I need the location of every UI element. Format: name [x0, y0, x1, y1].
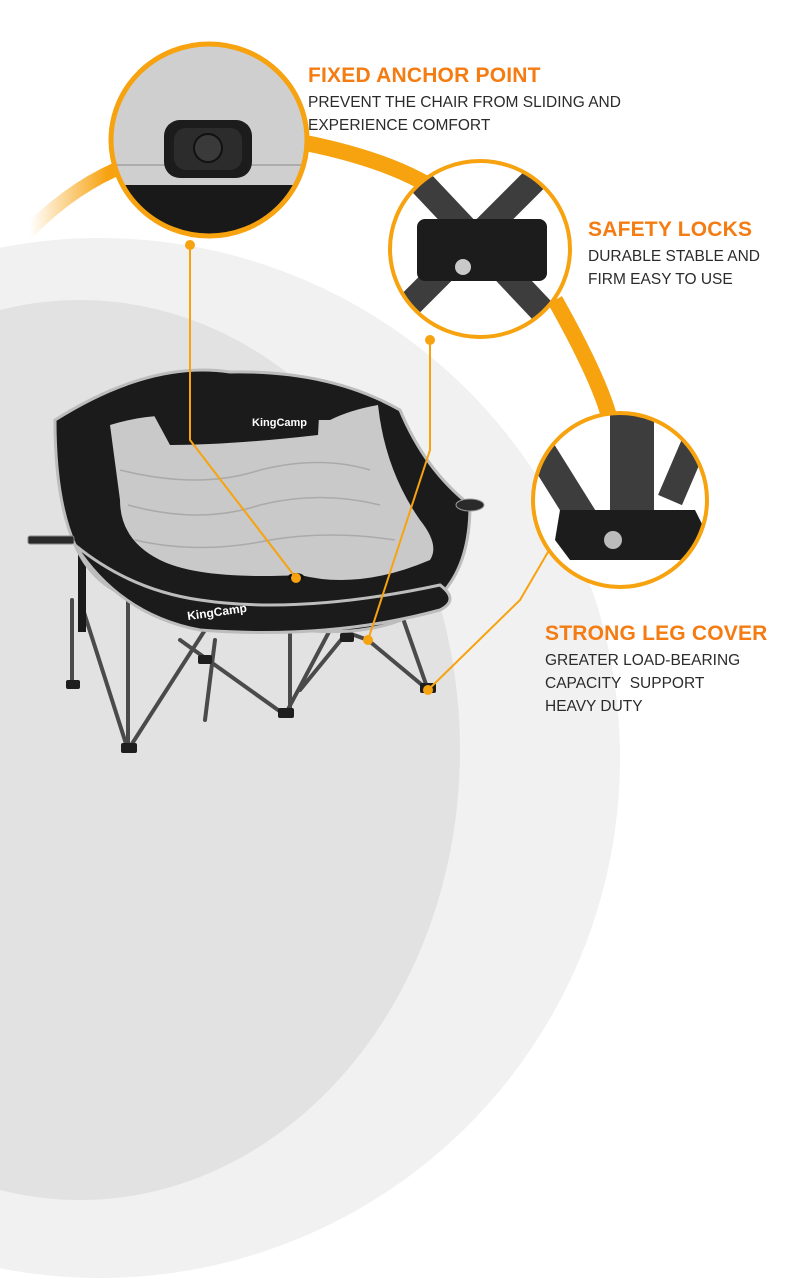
- callout-desc-line: HEAVY DUTY: [545, 698, 643, 715]
- chair-logo-back: KingCamp: [252, 417, 307, 429]
- safety-lock-detail-image: [388, 159, 572, 339]
- anchor-point-detail-image: [108, 41, 310, 239]
- callout-strong-leg-cover: STRONG LEG COVER GREATER LOAD-BEARING CA…: [545, 622, 768, 718]
- callout-desc-line: EXPERIENCE COMFORT: [308, 117, 491, 134]
- callout-desc-line: CAPACITY SUPPORT: [545, 675, 705, 692]
- callout-safety-locks: SAFETY LOCKS DURABLE STABLE AND FIRM EAS…: [588, 218, 760, 291]
- chair-illustration: [27, 368, 485, 753]
- callout-fixed-anchor-point: FIXED ANCHOR POINT PREVENT THE CHAIR FRO…: [308, 64, 621, 137]
- callout-title: SAFETY LOCKS: [588, 218, 753, 241]
- callout-title: FIXED ANCHOR POINT: [308, 64, 541, 87]
- callout-title: STRONG LEG COVER: [545, 622, 768, 645]
- callout-desc-line: FIRM EASY TO USE: [588, 271, 733, 288]
- callout-desc-line: GREATER LOAD-BEARING: [545, 652, 741, 669]
- callout-desc-line: DURABLE STABLE AND: [588, 248, 760, 265]
- leg-cover-detail-image: [531, 411, 709, 589]
- leader-lines: [185, 240, 556, 695]
- callout-desc-line: PREVENT THE CHAIR FROM SLIDING AND: [308, 94, 621, 111]
